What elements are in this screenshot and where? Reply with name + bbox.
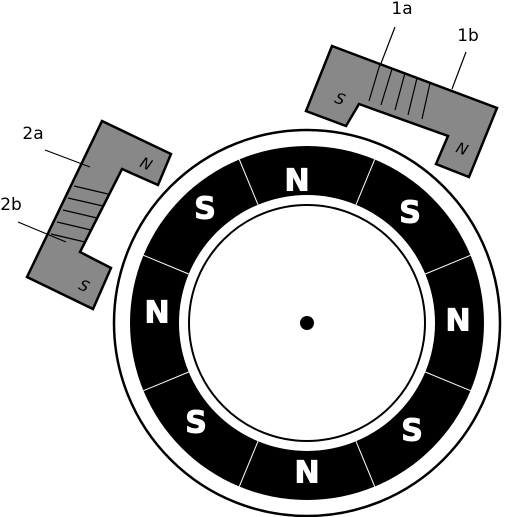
- stator-core-2: N S: [25, 119, 173, 311]
- pole-label-bottom-left: S: [185, 406, 207, 441]
- segment-divider: [143, 371, 189, 392]
- pole-label-right: N: [445, 304, 470, 339]
- pole-label-bottom-right: S: [401, 414, 423, 449]
- stator-core-2-winding: [50, 185, 109, 243]
- pole-label-bottom: N: [294, 456, 319, 491]
- segment-divider: [355, 441, 376, 487]
- stator-core-1-winding: [368, 63, 431, 120]
- rotor-shaft: [300, 316, 314, 330]
- leader-lines: [17, 26, 467, 243]
- segment-divider: [238, 159, 259, 205]
- segment-divider: [143, 254, 189, 275]
- pole-label-left: N: [144, 296, 169, 331]
- label-1a: 1a: [391, 0, 412, 19]
- pole-label-top-right: S: [399, 196, 421, 231]
- pole-label-top: N: [284, 164, 309, 199]
- leader-line-1a: [379, 26, 396, 67]
- segment-divider: [238, 441, 259, 487]
- segment-dividers: [143, 159, 471, 487]
- label-1b: 1b: [457, 26, 479, 46]
- label-2b: 2b: [0, 195, 22, 215]
- segment-divider: [355, 159, 376, 205]
- stator-core-1-body: [304, 44, 499, 179]
- label-2a: 2a: [22, 124, 43, 144]
- stator-core-1: S N: [304, 44, 499, 179]
- rotor-pole-labels: N S N S N S N S: [144, 163, 471, 491]
- stator-core-2-body: [25, 119, 173, 311]
- segment-divider: [425, 254, 471, 275]
- leader-line-2a: [44, 149, 91, 168]
- pole-label-top-left: S: [194, 192, 216, 227]
- leader-line-2b: [17, 221, 67, 243]
- segment-divider: [425, 371, 471, 392]
- leader-line-1b: [451, 51, 467, 90]
